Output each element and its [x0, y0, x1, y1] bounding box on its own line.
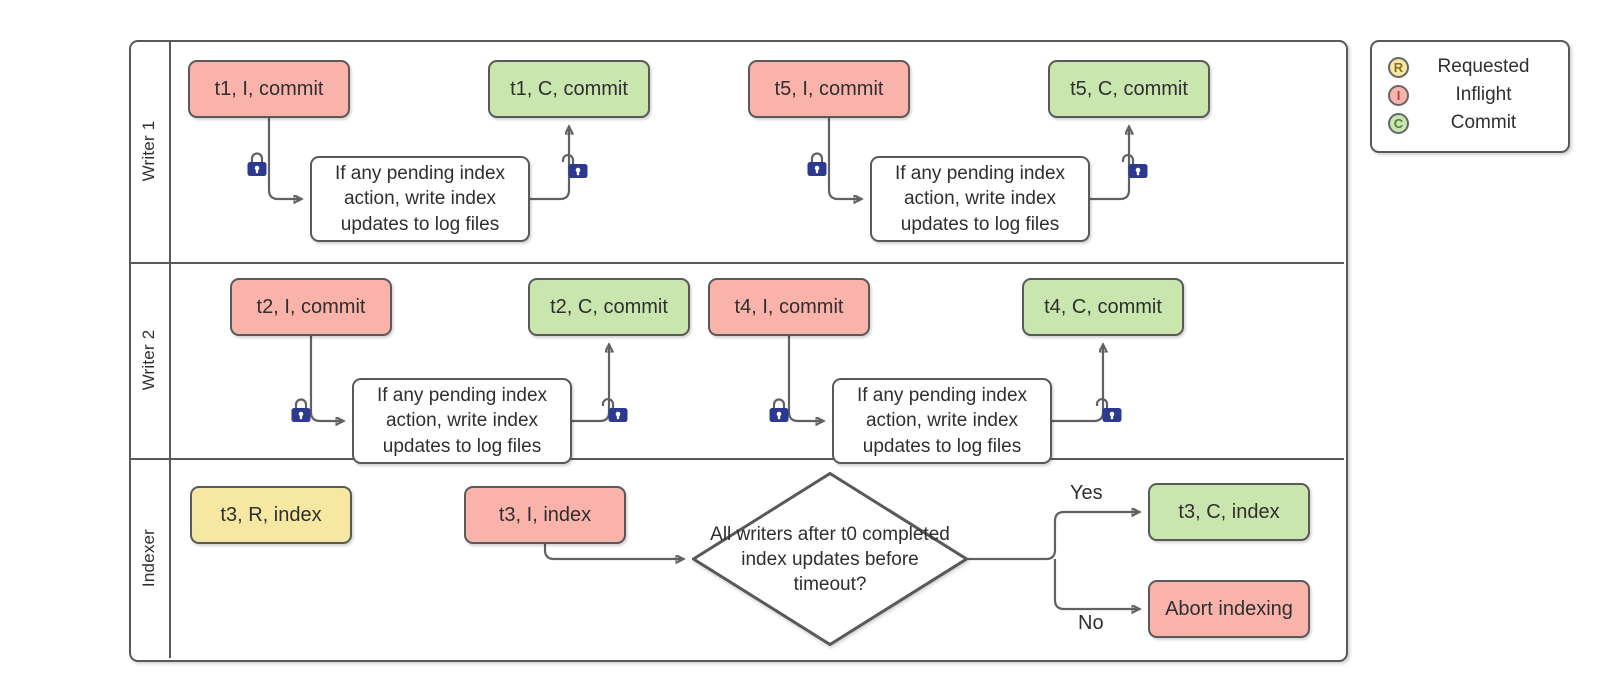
- lock-closed-icon: [244, 148, 270, 178]
- lock-open-icon: [560, 150, 590, 180]
- node-pending-index-note-4: If any pending index action, write index…: [832, 378, 1052, 464]
- legend-label-requested: Requested: [1437, 56, 1530, 77]
- lock-closed-icon: [804, 148, 830, 178]
- lane-label-writer-2: Writer 2: [139, 329, 158, 391]
- branch-label-no: No: [1078, 612, 1104, 634]
- lock-open-icon: [1094, 394, 1124, 424]
- legend-row-commit: C Commit: [1372, 109, 1568, 137]
- lock-closed-icon: [766, 394, 792, 424]
- node-t1-commit-commit: t1, C, commit: [488, 60, 650, 118]
- branch-label-yes: Yes: [1070, 482, 1103, 504]
- legend-label-inflight: Inflight: [1455, 84, 1512, 105]
- node-pending-index-note-3: If any pending index action, write index…: [352, 378, 572, 464]
- node-pending-index-note-1: If any pending index action, write index…: [310, 156, 530, 242]
- node-t1-inflight-commit: t1, I, commit: [188, 60, 350, 118]
- lane-label-writer-1: Writer 1: [139, 120, 158, 182]
- node-t3-commit-index: t3, C, index: [1148, 483, 1310, 541]
- legend-row-requested: R Requested: [1372, 53, 1568, 81]
- node-t4-inflight-commit: t4, I, commit: [708, 278, 870, 336]
- lane-divider-2: [129, 458, 1344, 460]
- node-t5-commit-commit: t5, C, commit: [1048, 60, 1210, 118]
- lane-label-divider: [169, 40, 171, 658]
- node-t4-commit-commit: t4, C, commit: [1022, 278, 1184, 336]
- lane-label-indexer: Indexer: [139, 528, 158, 588]
- lane-divider-1: [129, 262, 1344, 264]
- node-t2-commit-commit: t2, C, commit: [528, 278, 690, 336]
- lock-closed-icon: [288, 394, 314, 424]
- node-t3-requested-index: t3, R, index: [190, 486, 352, 544]
- lock-open-icon: [600, 394, 630, 424]
- node-pending-index-note-2: If any pending index action, write index…: [870, 156, 1090, 242]
- legend-row-inflight: I Inflight: [1372, 81, 1568, 109]
- node-t3-inflight-index: t3, I, index: [464, 486, 626, 544]
- node-abort-indexing: Abort indexing: [1148, 580, 1310, 638]
- requested-state-icon: R: [1388, 56, 1409, 78]
- commit-state-icon: C: [1388, 112, 1409, 134]
- inflight-state-icon: I: [1388, 84, 1409, 106]
- node-t2-inflight-commit: t2, I, commit: [230, 278, 392, 336]
- legend: R Requested I Inflight C Commit: [1370, 40, 1570, 153]
- decision-question: All writers after t0 completed index upd…: [710, 524, 950, 596]
- legend-label-commit: Commit: [1450, 112, 1517, 133]
- decision-diamond: [692, 472, 968, 646]
- node-t5-inflight-commit: t5, I, commit: [748, 60, 910, 118]
- lock-open-icon: [1120, 150, 1150, 180]
